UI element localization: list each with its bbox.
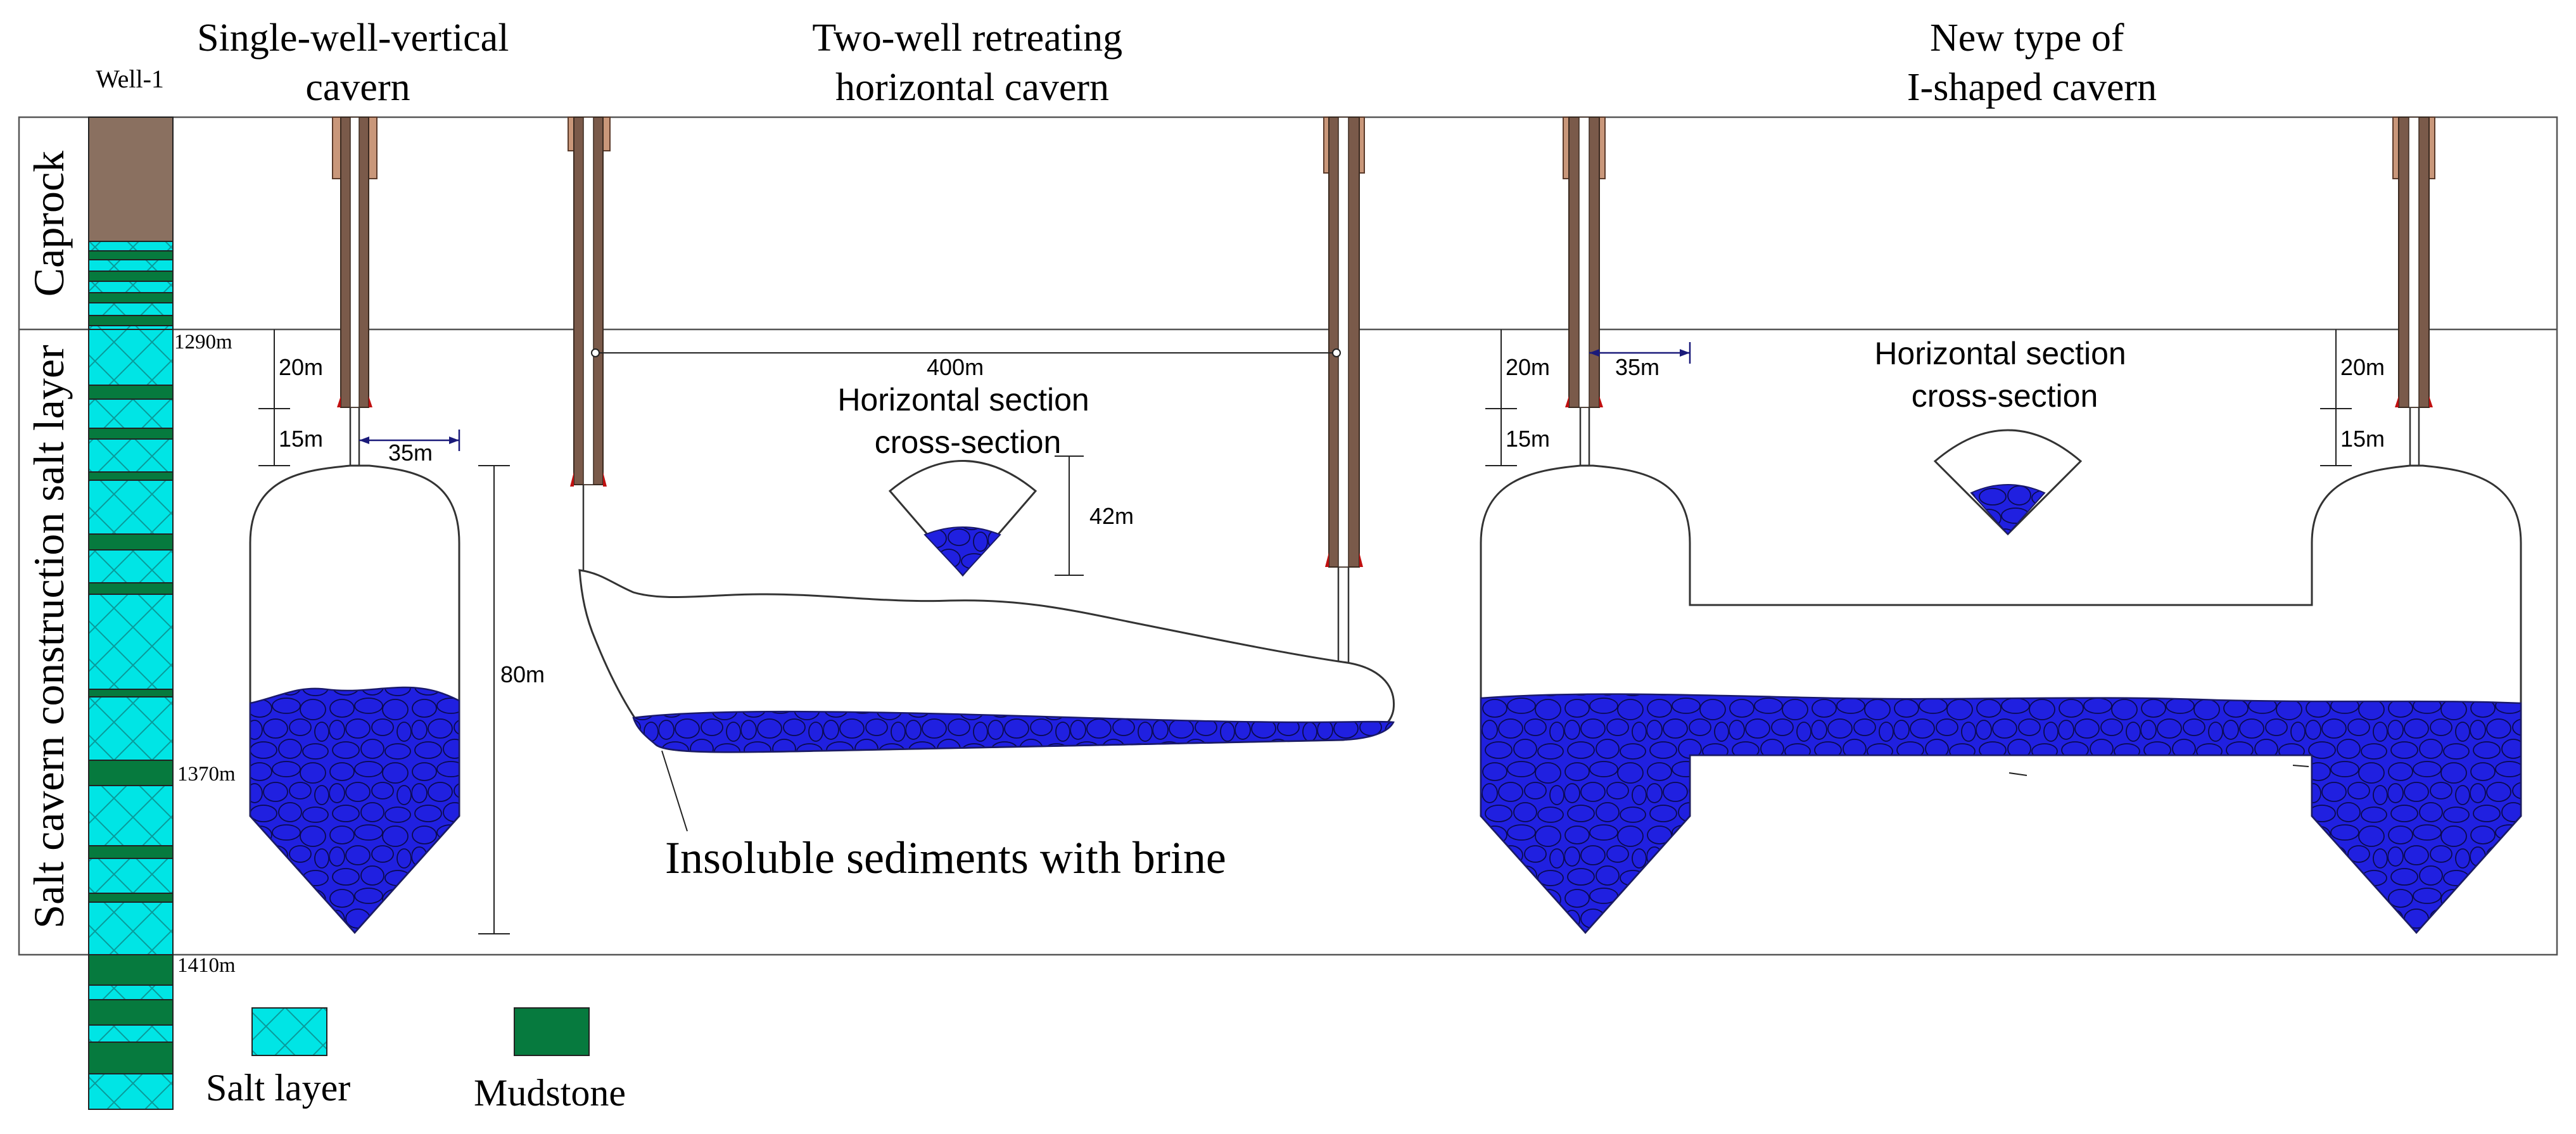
single-well-sediment (249, 686, 460, 934)
two-well-title: Two-well retreating horizontal cavern (812, 16, 1132, 109)
diagram-frame (18, 116, 2558, 956)
well-column (88, 117, 174, 1110)
mudstone-band (88, 760, 174, 786)
two-well-dim-400-end (591, 348, 600, 357)
mudstone-band (88, 428, 174, 440)
i-section-label: Horizontal section cross-section (1874, 336, 2135, 414)
mudstone-band (88, 954, 174, 986)
single-well-pipe (332, 117, 378, 466)
i-dim-35: 35m (1615, 354, 1659, 380)
two-well-right-pipe (1323, 117, 1365, 662)
i-shaped-mark (2292, 765, 2309, 767)
i-dim-35-arrow (1589, 349, 1690, 357)
sediment-label: Insoluble sediments with brine (665, 832, 1226, 883)
mudstone-band (88, 315, 174, 326)
single-dim-35: 35m (388, 440, 433, 466)
i-shaped-right-pipe (2392, 117, 2435, 466)
mudstone-band (88, 271, 174, 282)
two-well-section-sediment (923, 526, 1001, 577)
salt-layer-label: Salt cavern construction salt layer (25, 345, 73, 929)
two-well-sediment (632, 710, 1395, 753)
well-caprock (88, 117, 174, 242)
legend-salt-label: Salt layer (206, 1067, 350, 1109)
mudstone-band (88, 471, 174, 481)
two-well-dim-42: 42m (1089, 503, 1134, 529)
i-shaped-title: New type of I-shaped cavern (1907, 16, 2157, 109)
i-section-fan (1933, 429, 2083, 536)
sediment-leader-line (661, 750, 688, 832)
mudstone-band (88, 533, 174, 551)
single-dim-15: 15m (279, 426, 323, 452)
legend-mudstone-label: Mudstone (474, 1072, 626, 1114)
i-dim-15-right: 15m (2340, 426, 2385, 452)
single-dim-20: 20m (279, 354, 323, 380)
mudstone-band (88, 582, 174, 595)
two-well-dim-400: 400m (927, 354, 984, 380)
well-salt-main (88, 329, 174, 955)
depth-label-1370: 1370m (177, 763, 236, 786)
mudstone-band (88, 1042, 174, 1074)
i-shaped-sediment (1480, 693, 2522, 934)
i-dim-20-left: 20m (1506, 354, 1550, 380)
i-shaped-left-pipe (1563, 117, 1606, 466)
mudstone-band (88, 292, 174, 303)
i-dim-20-right: 20m (2340, 354, 2385, 380)
i-section-sediment (1970, 484, 2046, 535)
depth-label-1290: 1290m (174, 331, 232, 354)
caprock-label: Caprock (25, 151, 73, 296)
two-well-section-fan (888, 460, 1037, 577)
legend-mudstone-swatch (514, 1007, 590, 1056)
single-dim-80: 80m (500, 661, 545, 687)
legend-salt-swatch (251, 1007, 327, 1056)
single-dim-35-arrow (359, 436, 459, 444)
mudstone-band (88, 845, 174, 859)
i-shaped-mark (2008, 772, 2027, 776)
two-well-section-label: Horizontal section cross-section (837, 382, 1098, 460)
mudstone-band (88, 893, 174, 903)
mudstone-band (88, 999, 174, 1026)
mudstone-band (88, 689, 174, 698)
two-well-left-pipe (568, 117, 611, 570)
single-well-title: Single-well-vertical cavern (197, 16, 519, 109)
mudstone-band (88, 385, 174, 400)
depth-label-1410: 1410m (177, 954, 236, 977)
well-label: Well-1 (96, 65, 164, 93)
two-well-dim-400-end (1332, 348, 1341, 357)
mudstone-band (88, 250, 174, 260)
i-dim-15-left: 15m (1506, 426, 1550, 452)
